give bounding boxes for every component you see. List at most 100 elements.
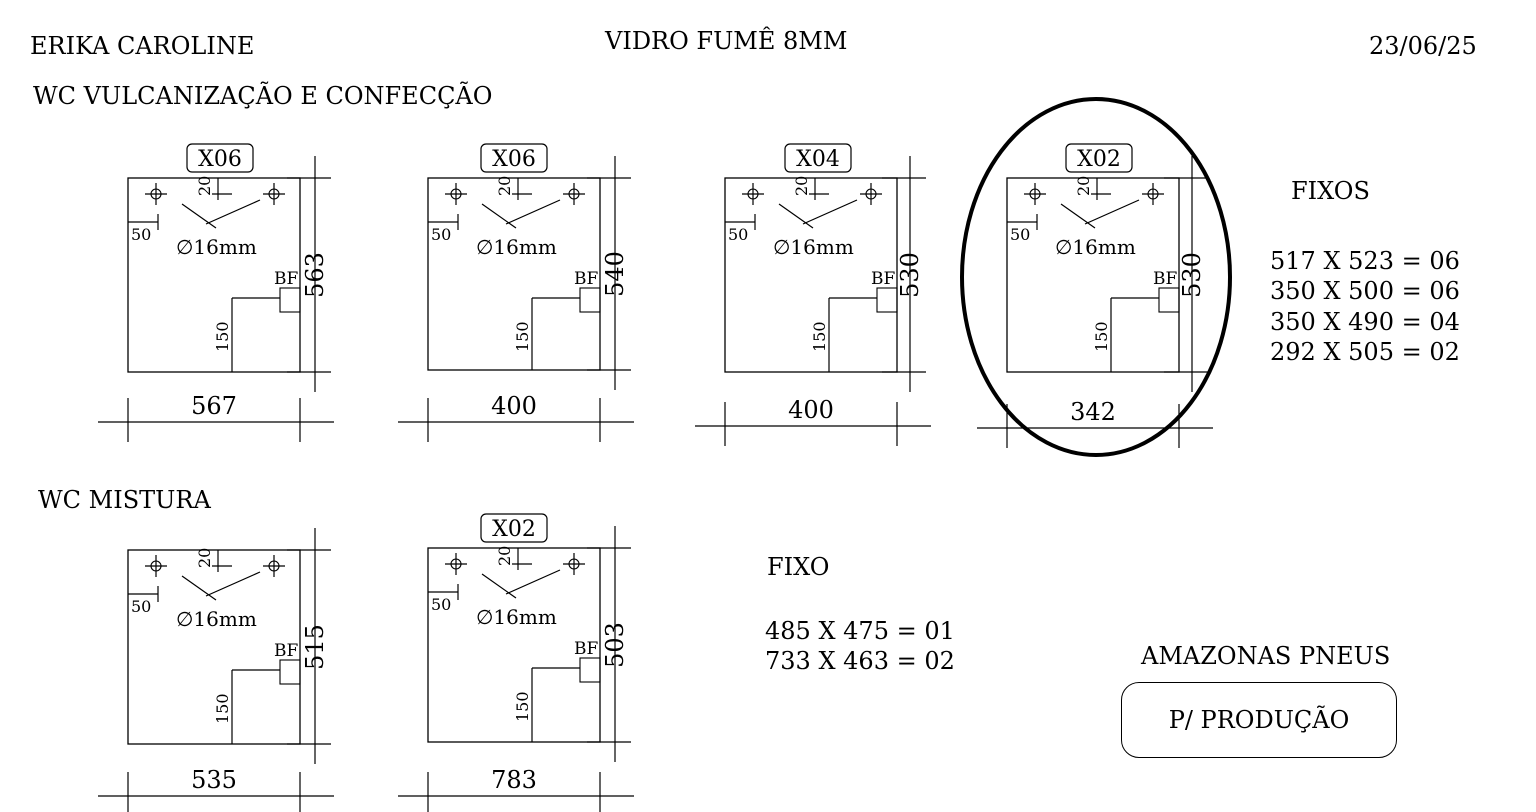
hole-marker-icon (445, 553, 467, 575)
bf-box (1158, 287, 1180, 313)
bf-box (279, 659, 301, 685)
panel-outline (427, 547, 601, 743)
dim-20-label: 20 (195, 548, 214, 568)
quantity-label: X02 (492, 517, 536, 542)
dim-150-label: 150 (810, 321, 829, 352)
bf-label: BF (574, 269, 598, 289)
quantity-label-box (480, 143, 548, 173)
hole-marker-icon (263, 555, 285, 577)
production-stamp: P/ PRODUÇÃO (1121, 682, 1397, 758)
fixos-top-item: 350 X 490 = 04 (1270, 308, 1460, 336)
hole-marker-icon (563, 183, 585, 205)
width-dimension: 342 (1070, 398, 1116, 426)
quantity-label: X06 (492, 147, 536, 172)
date: 23/06/25 (1369, 32, 1477, 60)
section-title-mistura: WC MISTURA (38, 486, 211, 514)
quantity-label: X04 (796, 147, 840, 172)
height-dimension: 530 (1178, 252, 1206, 298)
fixos-top-item: 350 X 500 = 06 (1270, 277, 1460, 305)
panel-outline (427, 177, 601, 371)
height-dimension: 540 (601, 251, 629, 297)
panel-outline (724, 177, 898, 373)
hole-diameter-label: ∅16mm (773, 235, 854, 259)
dim-50-label: 50 (131, 225, 151, 244)
quantity-label-box (784, 143, 852, 173)
dim-50-label: 50 (431, 595, 451, 614)
quantity-label: X02 (1077, 147, 1121, 172)
fixos-top-title: FIXOS (1291, 177, 1370, 205)
bf-label: BF (274, 641, 298, 661)
hole-marker-icon (563, 553, 585, 575)
dim-50-label: 50 (1010, 225, 1030, 244)
bf-label: BF (1153, 269, 1177, 289)
quantity-label-box (186, 143, 254, 173)
dim-150-label: 150 (513, 691, 532, 722)
hole-marker-icon (1024, 183, 1046, 205)
dim-20-label: 20 (1074, 176, 1093, 196)
quantity-label-box (1065, 143, 1133, 173)
material-title: VIDRO FUMÊ 8MM (605, 27, 848, 55)
height-dimension: 515 (301, 624, 329, 670)
hole-diameter-label: ∅16mm (476, 235, 557, 259)
highlight-ellipse (960, 97, 1232, 457)
dim-50-label: 50 (131, 597, 151, 616)
height-dimension: 503 (601, 622, 629, 668)
hole-diameter-label: ∅16mm (476, 605, 557, 629)
customer-name: AMAZONAS PNEUS (1141, 642, 1391, 670)
width-dimension: 535 (191, 766, 237, 794)
hole-marker-icon (263, 183, 285, 205)
hole-marker-icon (1142, 183, 1164, 205)
dim-150-label: 150 (513, 321, 532, 352)
dim-50-label: 50 (431, 225, 451, 244)
fixos-bottom-item: 733 X 463 = 02 (765, 647, 955, 675)
width-dimension: 567 (191, 392, 237, 420)
dim-20-label: 20 (195, 176, 214, 196)
width-dimension: 783 (491, 766, 537, 794)
hole-marker-icon (145, 183, 167, 205)
quantity-label: X06 (198, 147, 242, 172)
bf-box (279, 287, 301, 313)
width-dimension: 400 (491, 392, 537, 420)
dim-20-label: 20 (495, 546, 514, 566)
dim-20-label: 20 (792, 176, 811, 196)
bf-box (579, 657, 601, 683)
dim-150-label: 150 (213, 321, 232, 352)
dim-150-label: 150 (1092, 321, 1111, 352)
fixos-top-item: 292 X 505 = 02 (1270, 338, 1460, 366)
height-dimension: 530 (896, 252, 924, 298)
dim-50-label: 50 (728, 225, 748, 244)
hole-marker-icon (742, 183, 764, 205)
dim-150-label: 150 (213, 693, 232, 724)
client-name: ERIKA CAROLINE (30, 32, 255, 60)
fixos-bottom-item: 485 X 475 = 01 (765, 617, 955, 645)
fixos-top-item: 517 X 523 = 06 (1270, 247, 1460, 275)
panel-outline (127, 177, 301, 373)
bf-label: BF (274, 269, 298, 289)
height-dimension: 563 (301, 252, 329, 298)
panel-outline (1006, 177, 1180, 373)
fixos-bottom-title: FIXO (767, 553, 830, 581)
hole-diameter-label: ∅16mm (176, 235, 257, 259)
bf-label: BF (871, 269, 895, 289)
hole-marker-icon (445, 183, 467, 205)
panel-outline (127, 549, 301, 745)
bf-box (876, 287, 898, 313)
quantity-label-box (480, 513, 548, 543)
stamp-label: P/ PRODUÇÃO (1168, 706, 1350, 734)
width-dimension: 400 (788, 396, 834, 424)
bf-box (579, 287, 601, 313)
bf-label: BF (574, 639, 598, 659)
section-title-vulcanizacao: WC VULCANIZAÇÃO E CONFECÇÃO (33, 82, 493, 110)
hole-marker-icon (860, 183, 882, 205)
dim-20-label: 20 (495, 176, 514, 196)
hole-diameter-label: ∅16mm (1055, 235, 1136, 259)
hole-marker-icon (145, 555, 167, 577)
hole-diameter-label: ∅16mm (176, 607, 257, 631)
